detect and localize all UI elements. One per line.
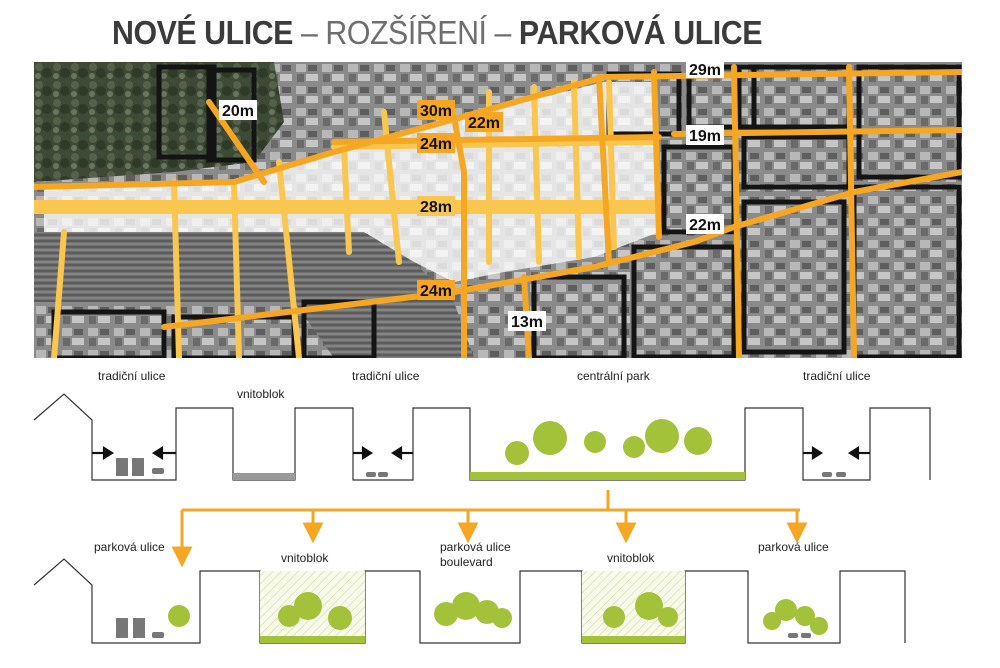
section-label-courtyard: vnitoblok <box>237 387 285 401</box>
title-part-park-street: PARKOVÁ ULICE <box>518 14 763 51</box>
width-label: 22m <box>468 115 500 132</box>
width-label-box <box>686 214 724 234</box>
width-label: 29m <box>689 62 721 79</box>
section-label-courtyard: vnitoblok <box>281 551 329 565</box>
new-streets <box>34 79 661 358</box>
width-label: 24m <box>420 283 452 300</box>
width-label: 30m <box>420 103 452 120</box>
park-trees <box>505 419 712 465</box>
width-label-box <box>417 133 455 153</box>
courtyard-pavement <box>233 473 295 480</box>
section-label-park-street: parková ulice <box>440 540 511 554</box>
title-separator: – <box>292 14 326 51</box>
street-width-labels: 20m 30m 22m 24m 28m 24m 13m 29m 19m 22m <box>219 62 724 331</box>
section-label-boulevard: boulevard <box>440 555 493 569</box>
street-section-diagram: tradiční ulice vnitoblok tradiční ulice … <box>33 369 931 644</box>
width-label-box <box>219 100 257 120</box>
title-part-new-streets: NOVÉ ULICE <box>112 14 293 51</box>
width-label-box <box>686 125 724 145</box>
title-separator: – <box>486 14 519 51</box>
page-title: NOVÉ ULICE – ROZŠÍŘENÍ – PARKOVÁ ULICE <box>112 14 762 52</box>
width-label-box <box>465 112 503 132</box>
courtyard-lawn <box>260 636 365 643</box>
width-label-box <box>417 280 455 300</box>
development-area <box>44 82 659 282</box>
width-label: 22m <box>689 217 721 234</box>
main-streets <box>34 64 962 358</box>
courtyard-lawn <box>582 636 685 643</box>
width-label-box <box>508 311 546 331</box>
transformation-arrows <box>171 490 808 568</box>
width-label-box <box>417 100 455 120</box>
parking-cars <box>116 458 846 477</box>
park-lawn <box>470 472 745 480</box>
aerial-street-map: 20m 30m 22m 24m 28m 24m 13m 29m 19m 22m <box>34 62 962 358</box>
section-label-traditional-street: tradiční ulice <box>98 369 166 383</box>
section-label-park-street: parková ulice <box>758 540 829 554</box>
section-label-courtyard: vnitoblok <box>607 551 655 565</box>
bottom-row-building-outline <box>33 558 906 644</box>
rail-tracks <box>34 232 474 358</box>
width-label-box <box>686 62 724 78</box>
section-label-traditional-street: tradiční ulice <box>352 369 420 383</box>
width-label: 13m <box>511 314 543 331</box>
width-label: 28m <box>420 199 452 216</box>
section-label-traditional-street: tradiční ulice <box>803 369 871 383</box>
width-label: 19m <box>689 128 721 145</box>
bottom-parking-cars <box>116 618 811 638</box>
width-label: 24m <box>420 136 452 153</box>
title-part-extension: ROZŠÍŘENÍ <box>325 14 487 51</box>
courtyard-garden <box>582 571 685 643</box>
width-label: 20m <box>222 103 254 120</box>
width-label-box <box>417 196 455 216</box>
section-label-central-park: centrální park <box>577 369 651 383</box>
street-arrows <box>92 446 870 460</box>
top-row-building-outline <box>33 393 931 481</box>
section-label-park-street: parková ulice <box>94 540 165 554</box>
bottom-row-trees <box>168 592 828 635</box>
